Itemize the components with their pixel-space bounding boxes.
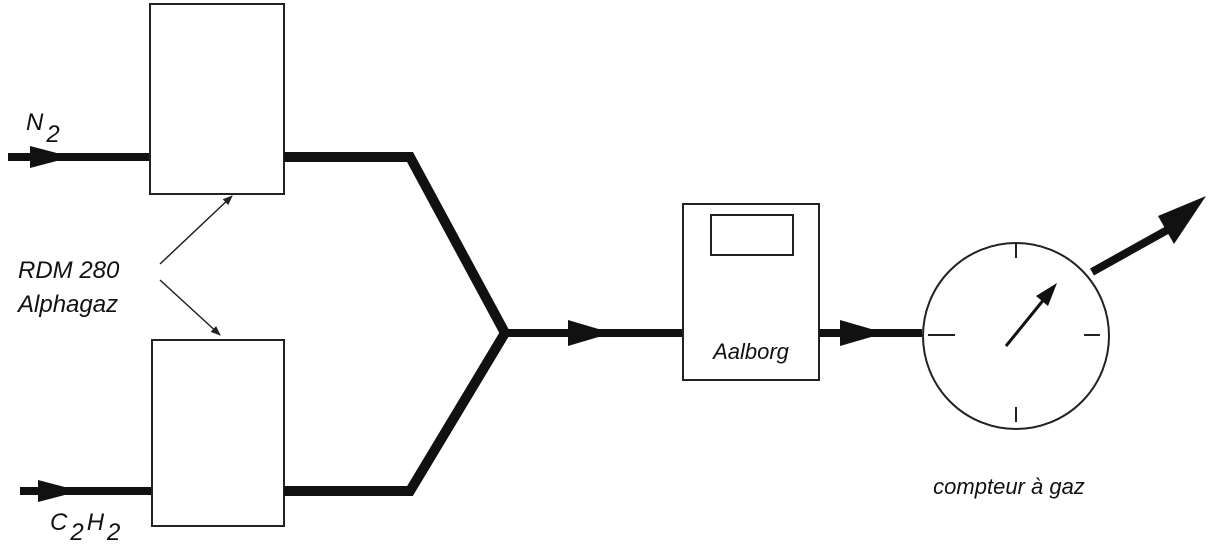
output-arrow xyxy=(1158,196,1206,244)
flowmeter-display xyxy=(710,214,794,256)
regulator-label-line2: Alphagaz xyxy=(16,291,118,318)
dial-needle-head xyxy=(1036,283,1057,306)
regulator-box-n2 xyxy=(149,3,285,195)
dial-needle xyxy=(1004,297,1047,347)
c2h2-input-arrow xyxy=(38,480,80,502)
regulator-box-c2h2 xyxy=(151,339,285,527)
pointer-arrow-top xyxy=(159,195,233,265)
n2-merge-pipe xyxy=(284,152,510,336)
c2h2-merge-pipe xyxy=(284,330,510,496)
flowmeter-label: Aalborg xyxy=(711,339,790,364)
main-line-arrow xyxy=(568,320,612,346)
output-line xyxy=(1090,220,1180,276)
n2-input-arrow xyxy=(30,146,72,168)
pointer-arrow-bottom xyxy=(159,279,221,336)
meter-line-arrow xyxy=(840,320,885,346)
gas-meter-label: compteur à gaz xyxy=(933,474,1085,499)
regulator-label-line1: RDM 280 xyxy=(18,257,120,284)
